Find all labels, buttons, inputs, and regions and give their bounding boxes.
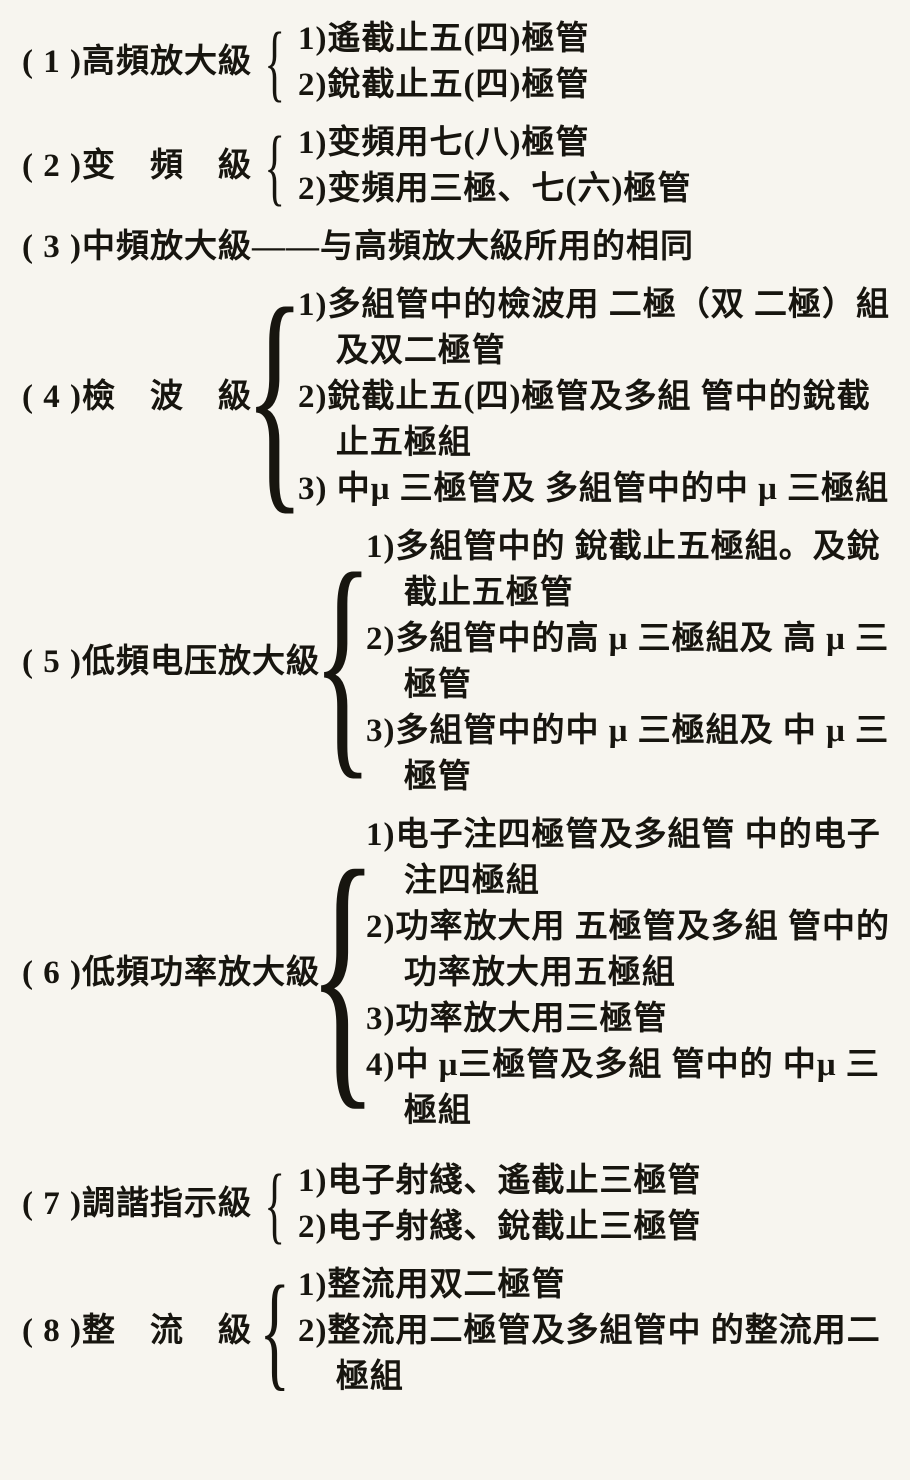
stage-item: ( 6 )低頻功率放大級 { 1)电子注四極管及多組管 中的电子注四極組 2)功…: [22, 812, 890, 1134]
stage-number: ( 8 ): [22, 1313, 82, 1349]
stage-name: 低頻功率放大級: [81, 955, 320, 991]
stage-item: ( 4 )檢 波 級 { 1)多組管中的檢波用 二極（双 二極）組及双二極管 2…: [22, 272, 890, 522]
left-brace-icon: {: [307, 812, 379, 1133]
stage-number: ( 7 ): [22, 1186, 82, 1222]
subitem: 1)整流用双二極管: [297, 1267, 566, 1303]
stage-number: ( 1 ): [22, 44, 82, 80]
subitem-list: 1)多組管中的 銳截止五極組。及銳截止五極管 2)多組管中的高 μ 三極組及 高…: [366, 524, 890, 800]
subitem: 2)整流用二極管及多組管中 的整流用二極組: [297, 1313, 881, 1395]
stage-label: ( 7 )調諧指示級: [22, 1181, 252, 1227]
brace: {: [313, 524, 373, 800]
left-brace-icon: {: [264, 1156, 286, 1252]
stage-label: ( 3 )中頻放大級: [22, 224, 252, 270]
brace: {: [252, 120, 298, 212]
stage-number: ( 4 ): [22, 379, 82, 415]
document-page: ( 1 )高頻放大級 { 1)遙截止五(四)極管 2)銳截止五(四)極管 ( 2…: [22, 16, 890, 1470]
stage-label: ( 2 )变 頻 級: [22, 143, 252, 189]
stage-name: 高頻放大級: [81, 44, 252, 80]
subitem: 2)电子射綫、銳截止三極管: [297, 1209, 702, 1245]
stage-name: 中頻放大級: [81, 229, 252, 265]
subitem: 3)功率放大用三極管: [365, 1001, 668, 1037]
stage-item: ( 3 )中頻放大級 ——与高頻放大級所用的相同: [22, 224, 890, 270]
stage-label: ( 8 )整 流 級: [22, 1308, 252, 1354]
subitem: 4)中 μ三極管及多組 管中的 中μ 三極組: [365, 1047, 880, 1129]
left-brace-icon: {: [259, 1260, 291, 1402]
stage-number: ( 2 ): [22, 148, 82, 184]
subitem-list: 1)电子注四極管及多組管 中的电子注四極組 2)功率放大用 五極管及多組 管中的…: [366, 812, 890, 1134]
subitem: 1)变頻用七(八)極管: [297, 125, 590, 161]
stage-name: 低頻电压放大級: [81, 644, 320, 680]
brace: {: [252, 1262, 298, 1400]
stage-item: ( 1 )高頻放大級 { 1)遙截止五(四)極管 2)銳截止五(四)極管: [22, 16, 890, 108]
subitem: 3)多組管中的中 μ 三極組及 中 μ 三極管: [365, 713, 890, 795]
subitem: 2)变頻用三極、七(六)極管: [297, 171, 692, 207]
stage-item: ( 5 )低頻电压放大級 { 1)多組管中的 銳截止五極組。及銳截止五極管 2)…: [22, 524, 890, 800]
subitem: 2)多組管中的高 μ 三極組及 高 μ 三極管: [365, 621, 890, 703]
brace: {: [308, 812, 378, 1134]
subitem-list: 1)电子射綫、遙截止三極管 2)电子射綫、銳截止三極管: [298, 1158, 890, 1250]
left-brace-icon: {: [312, 523, 374, 800]
stage-item: ( 8 )整 流 級 { 1)整流用双二極管 2)整流用二極管及多組管中 的整流…: [22, 1262, 890, 1400]
stage-name: 变 頻 級: [81, 148, 252, 184]
brace: {: [245, 272, 305, 522]
stage-item: ( 7 )調諧指示級 { 1)电子射綫、遙截止三極管 2)电子射綫、銳截止三極管: [22, 1158, 890, 1250]
subitem-list: 1)变頻用七(八)極管 2)变頻用三極、七(六)極管: [298, 120, 890, 212]
subitem: 1)电子射綫、遙截止三極管: [297, 1163, 702, 1199]
stage-name: 檢 波 級: [81, 379, 252, 415]
stage-number: ( 3 ): [22, 229, 82, 265]
subitem: 1)电子注四極管及多組管 中的电子注四極組: [365, 817, 881, 899]
stage-label: ( 5 )低頻电压放大級: [22, 639, 320, 685]
brace: {: [252, 16, 298, 108]
subitem-list: 1)遙截止五(四)極管 2)銳截止五(四)極管: [298, 16, 890, 108]
stage-label: ( 6 )低頻功率放大級: [22, 950, 320, 996]
stage-label: ( 1 )高頻放大級: [22, 39, 252, 85]
subitem: 1)遙截止五(四)極管: [297, 21, 590, 57]
left-brace-icon: {: [264, 14, 286, 110]
stage-name: 整 流 級: [81, 1313, 252, 1349]
subitem: 2)功率放大用 五極管及多組 管中的功率放大用五極組: [365, 909, 890, 991]
stage-dash-note: ——与高頻放大級所用的相同: [251, 229, 694, 265]
stage-label: ( 4 )檢 波 級: [22, 374, 252, 420]
subitem: 2)銳截止五(四)極管及多組 管中的銳截止五極組: [297, 379, 871, 461]
subitem: 3) 中μ 三極管及 多組管中的中 μ 三極組: [297, 471, 890, 507]
subitem-list: 1)多組管中的檢波用 二極（双 二極）組及双二極管 2)銳截止五(四)極管及多組…: [298, 282, 890, 512]
stage-number: ( 6 ): [22, 955, 82, 991]
subitem: 2)銳截止五(四)極管: [297, 67, 590, 103]
stage-number: ( 5 ): [22, 644, 82, 680]
left-brace-icon: {: [244, 258, 306, 535]
brace: {: [252, 1158, 298, 1250]
stage-name: 調諧指示級: [81, 1186, 252, 1222]
stage-item: ( 2 )变 頻 級 { 1)变頻用七(八)極管 2)变頻用三極、七(六)極管: [22, 120, 890, 212]
left-brace-icon: {: [264, 118, 286, 214]
subitem: 1)多組管中的檢波用 二極（双 二極）組及双二極管: [297, 287, 890, 369]
subitem-list: 1)整流用双二極管 2)整流用二極管及多組管中 的整流用二極組: [298, 1262, 890, 1400]
subitem: 1)多組管中的 銳截止五極組。及銳截止五極管: [365, 529, 881, 611]
